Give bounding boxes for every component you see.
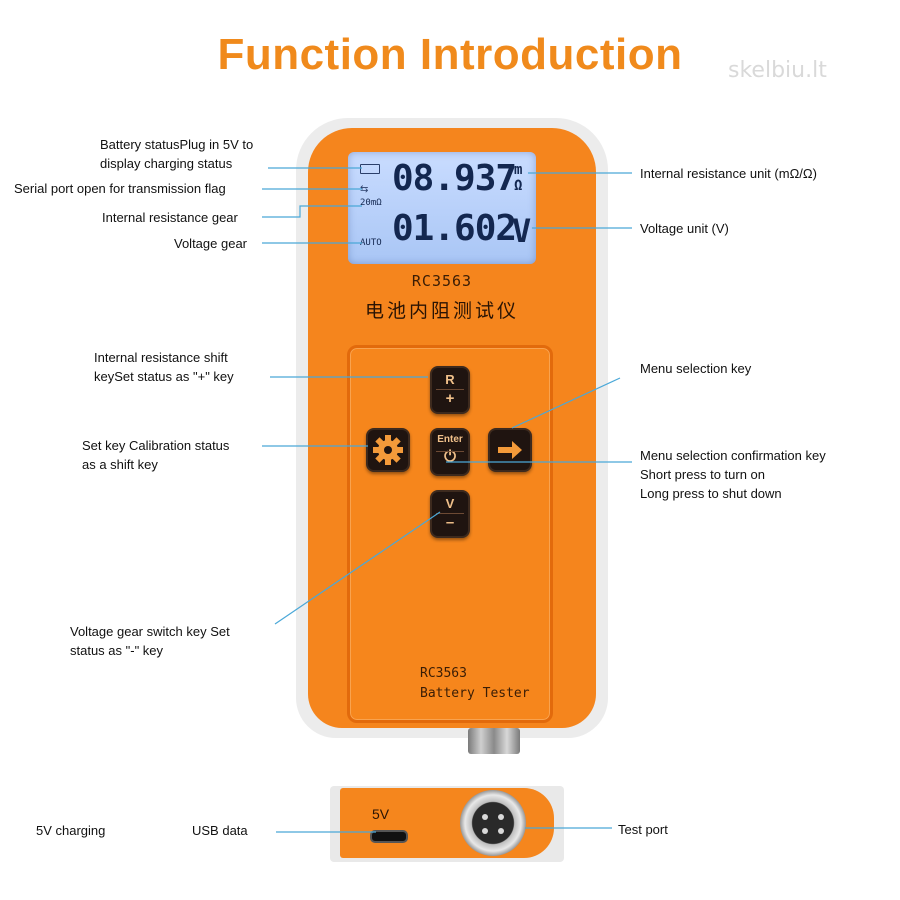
menu-arrow-key[interactable] xyxy=(488,428,532,472)
label-5v-charging: 5V charging xyxy=(36,823,106,838)
label-battery-status: Battery statusPlug in 5V to display char… xyxy=(100,137,254,171)
usb-port xyxy=(370,830,408,843)
model-label-bottom: RC3563 xyxy=(420,666,467,681)
lcd-screen: ⇆ 20mΩ AUTO 08.937 mΩ 01.602 V xyxy=(348,152,536,264)
enter-power-key[interactable]: Enter ⏻ xyxy=(430,428,470,476)
chinese-product-name: 电池内阻测试仪 xyxy=(364,300,519,322)
power-icon: ⏻ xyxy=(444,448,456,465)
page-title: Function Introduction xyxy=(217,30,683,79)
label-ir-gear: Internal resistance gear xyxy=(102,210,238,225)
label-menu-confirm-key: Menu selection confirmation key Short pr… xyxy=(640,448,826,501)
arrow-right-icon xyxy=(498,441,522,459)
v-key-label: V xyxy=(445,496,455,511)
product-name: Battery Tester xyxy=(420,686,530,701)
lcd-range: 20mΩ xyxy=(360,198,382,208)
label-menu-select-key: Menu selection key xyxy=(640,361,752,376)
callout-v-key xyxy=(274,511,441,625)
enter-key-label: Enter xyxy=(437,434,463,445)
label-usb-data: USB data xyxy=(192,823,248,838)
callout-ir-gear xyxy=(262,205,362,218)
r-plus-key[interactable]: R + xyxy=(430,366,470,414)
test-port-socket xyxy=(460,790,526,856)
callout-menu-key xyxy=(511,377,621,429)
label-ir-shift-key: Internal resistance shift keySet status … xyxy=(94,350,234,384)
label-test-port: Test port xyxy=(618,822,668,837)
v-minus-key[interactable]: V – xyxy=(430,490,470,538)
model-label-top: RC3563 xyxy=(411,272,473,290)
lcd-voltage-value: 01.602 xyxy=(392,208,517,249)
key-panel: R + Enter ⏻ V xyxy=(347,345,553,723)
minus-key-label: – xyxy=(445,514,455,531)
usb-port-label: 5V xyxy=(372,806,390,822)
plus-key-label: + xyxy=(445,390,455,407)
label-set-key: Set key Calibration status as a shift ke… xyxy=(82,438,230,472)
test-connector xyxy=(468,728,520,754)
label-voltage-unit: Voltage unit (V) xyxy=(640,221,729,236)
label-voltage-switch-key: Voltage gear switch key Set status as "-… xyxy=(70,624,230,658)
lcd-resistance-unit: mΩ xyxy=(514,162,523,194)
gear-icon xyxy=(373,435,403,465)
lcd-auto: AUTO xyxy=(360,238,382,248)
lcd-voltage-unit: V xyxy=(512,212,532,250)
product-label: RC3563 Battery Tester xyxy=(420,664,530,704)
label-ir-unit: Internal resistance unit (mΩ/Ω) xyxy=(640,166,817,181)
label-voltage-gear: Voltage gear xyxy=(174,236,248,251)
watermark: skelbiu.lt xyxy=(728,58,827,83)
r-key-label: R xyxy=(445,372,455,387)
settings-key[interactable] xyxy=(366,428,410,472)
label-serial-port: Serial port open for transmission flag xyxy=(14,181,226,196)
lcd-resistance-value: 08.937 xyxy=(392,158,517,199)
usb-serial-icon: ⇆ xyxy=(360,184,369,195)
battery-icon xyxy=(360,164,380,174)
